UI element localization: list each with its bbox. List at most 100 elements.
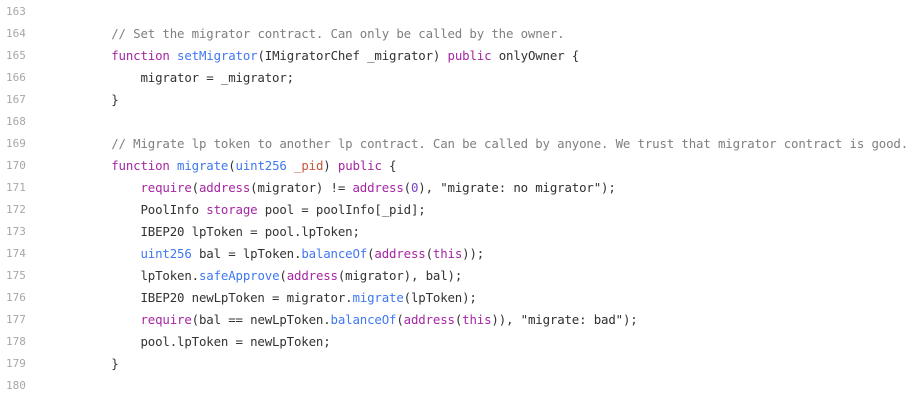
code-token-keyword: address [286,268,338,283]
code-token-plain: pool = poolInfo[_pid]; [257,202,426,217]
code-token-plain: ) [323,158,338,173]
code-token-string: "migrate: no migrator" [440,180,602,195]
code-token-function-name: setMigrator [177,48,258,63]
code-line: 176 IBEP20 newLpToken = migrator.migrate… [0,287,912,309]
code-text: // Set the migrator contract. Can only b… [36,23,564,45]
code-token-param: _pid [294,158,324,173]
code-token-plain: ); [622,312,638,327]
line-number: 163 [6,5,26,18]
code-token-plain: ( [191,180,199,195]
line-number: 173 [6,225,26,238]
code-text: } [36,89,119,111]
code-token-keyword: require [140,180,192,195]
code-token-plain: } [82,356,119,371]
code-token-number: 0 [410,180,419,195]
code-token-function-name: migrate [177,158,229,173]
code-line: 170 function migrate(uint256 _pid) publi… [0,155,912,177]
code-line: 178 pool.lpToken = newLpToken; [0,331,912,353]
code-token-plain: ( [367,246,375,261]
code-token-keyword: this [462,312,492,327]
code-token-plain: pool.lpToken = newLpToken; [82,334,331,349]
code-token-function-name: balanceOf [330,312,397,327]
line-number: 176 [6,291,26,304]
code-token-plain: { [381,158,397,173]
code-line: 164 // Set the migrator contract. Can on… [0,23,912,45]
line-number: 174 [6,247,26,260]
code-token-plain: ); [601,180,616,195]
code-text: lpToken.safeApprove(address(migrator), b… [36,265,462,287]
line-number: 178 [6,335,26,348]
code-line: 163 [0,1,912,23]
code-token-function-name: balanceOf [301,246,368,261]
line-number: 169 [6,137,26,150]
code-token-type: uint256 [140,246,192,261]
code-token-plain: ), [418,180,441,195]
code-text: pool.lpToken = newLpToken; [36,331,331,353]
code-text: // Migrate lp token to another lp contra… [36,133,908,155]
code-line: 166 migrator = _migrator; [0,67,912,89]
code-text: migrator = _migrator; [36,67,294,89]
code-line: 175 lpToken.safeApprove(address(migrator… [0,265,912,287]
code-token-keyword: function [111,48,170,63]
code-token-keyword: function [111,158,170,173]
code-token-plain [82,26,111,41]
code-line: 172 PoolInfo storage pool = poolInfo[_pi… [0,199,912,221]
code-token-plain: } [82,92,119,107]
code-token-plain: IBEP20 lpToken = pool.lpToken; [82,224,360,239]
code-token-plain [82,136,111,151]
line-number: 171 [6,181,26,194]
code-token-keyword: this [432,246,463,261]
code-token-plain: )), [491,312,521,327]
code-line: 179 } [0,353,912,375]
code-token-plain [82,246,140,261]
code-token-keyword: public [447,48,492,63]
code-token-string: "migrate: bad" [520,312,623,327]
code-token-plain: (IMigratorChef _migrator) [257,48,448,63]
code-text: uint256 bal = lpToken.balanceOf(address(… [36,243,484,265]
code-token-plain: (bal == newLpToken. [191,312,331,327]
code-token-plain: migrator = _migrator; [82,70,294,85]
code-token-keyword: address [352,180,404,195]
line-number: 165 [6,49,26,62]
code-token-plain: onlyOwner { [491,48,580,63]
code-token-plain: ( [396,312,404,327]
code-text [36,375,82,397]
code-token-comment: // Migrate lp token to another lp contra… [111,136,909,151]
line-number: 170 [6,159,26,172]
code-token-keyword: public [337,158,382,173]
code-token-plain [170,158,177,173]
code-token-keyword: storage [206,202,258,217]
code-token-plain [82,48,111,63]
code-token-keyword: address [403,312,455,327]
code-text [36,111,82,133]
code-token-plain: (lpToken); [403,290,477,305]
code-token-plain: ( [228,158,236,173]
code-line: 180 [0,375,912,397]
code-token-plain: lpToken. [82,268,199,283]
code-text: IBEP20 lpToken = pool.lpToken; [36,221,360,243]
code-token-plain: ( [279,268,287,283]
line-number: 166 [6,71,26,84]
code-text [36,1,82,23]
code-token-plain [170,48,177,63]
line-number: 180 [6,379,26,392]
code-token-plain: bal = lpToken. [191,246,302,261]
code-token-plain: PoolInfo [82,202,207,217]
code-text: PoolInfo storage pool = poolInfo[_pid]; [36,199,426,221]
code-text: require(address(migrator) != address(0),… [36,177,616,199]
code-line: 174 uint256 bal = lpToken.balanceOf(addr… [0,243,912,265]
code-token-keyword: address [198,180,251,195]
code-token-plain: IBEP20 newLpToken = migrator. [82,290,353,305]
code-token-keyword: address [374,246,426,261]
code-line: 167 } [0,89,912,111]
line-number: 164 [6,27,26,40]
code-text: function setMigrator(IMigratorChef _migr… [36,45,579,67]
code-token-type: uint256 [235,158,287,173]
code-line: 169 // Migrate lp token to another lp co… [0,133,912,155]
code-line: 171 require(address(migrator) != address… [0,177,912,199]
code-text: function migrate(uint256 _pid) public { [36,155,396,177]
line-number: 179 [6,357,26,370]
code-token-plain [287,158,294,173]
code-text: } [36,353,119,375]
